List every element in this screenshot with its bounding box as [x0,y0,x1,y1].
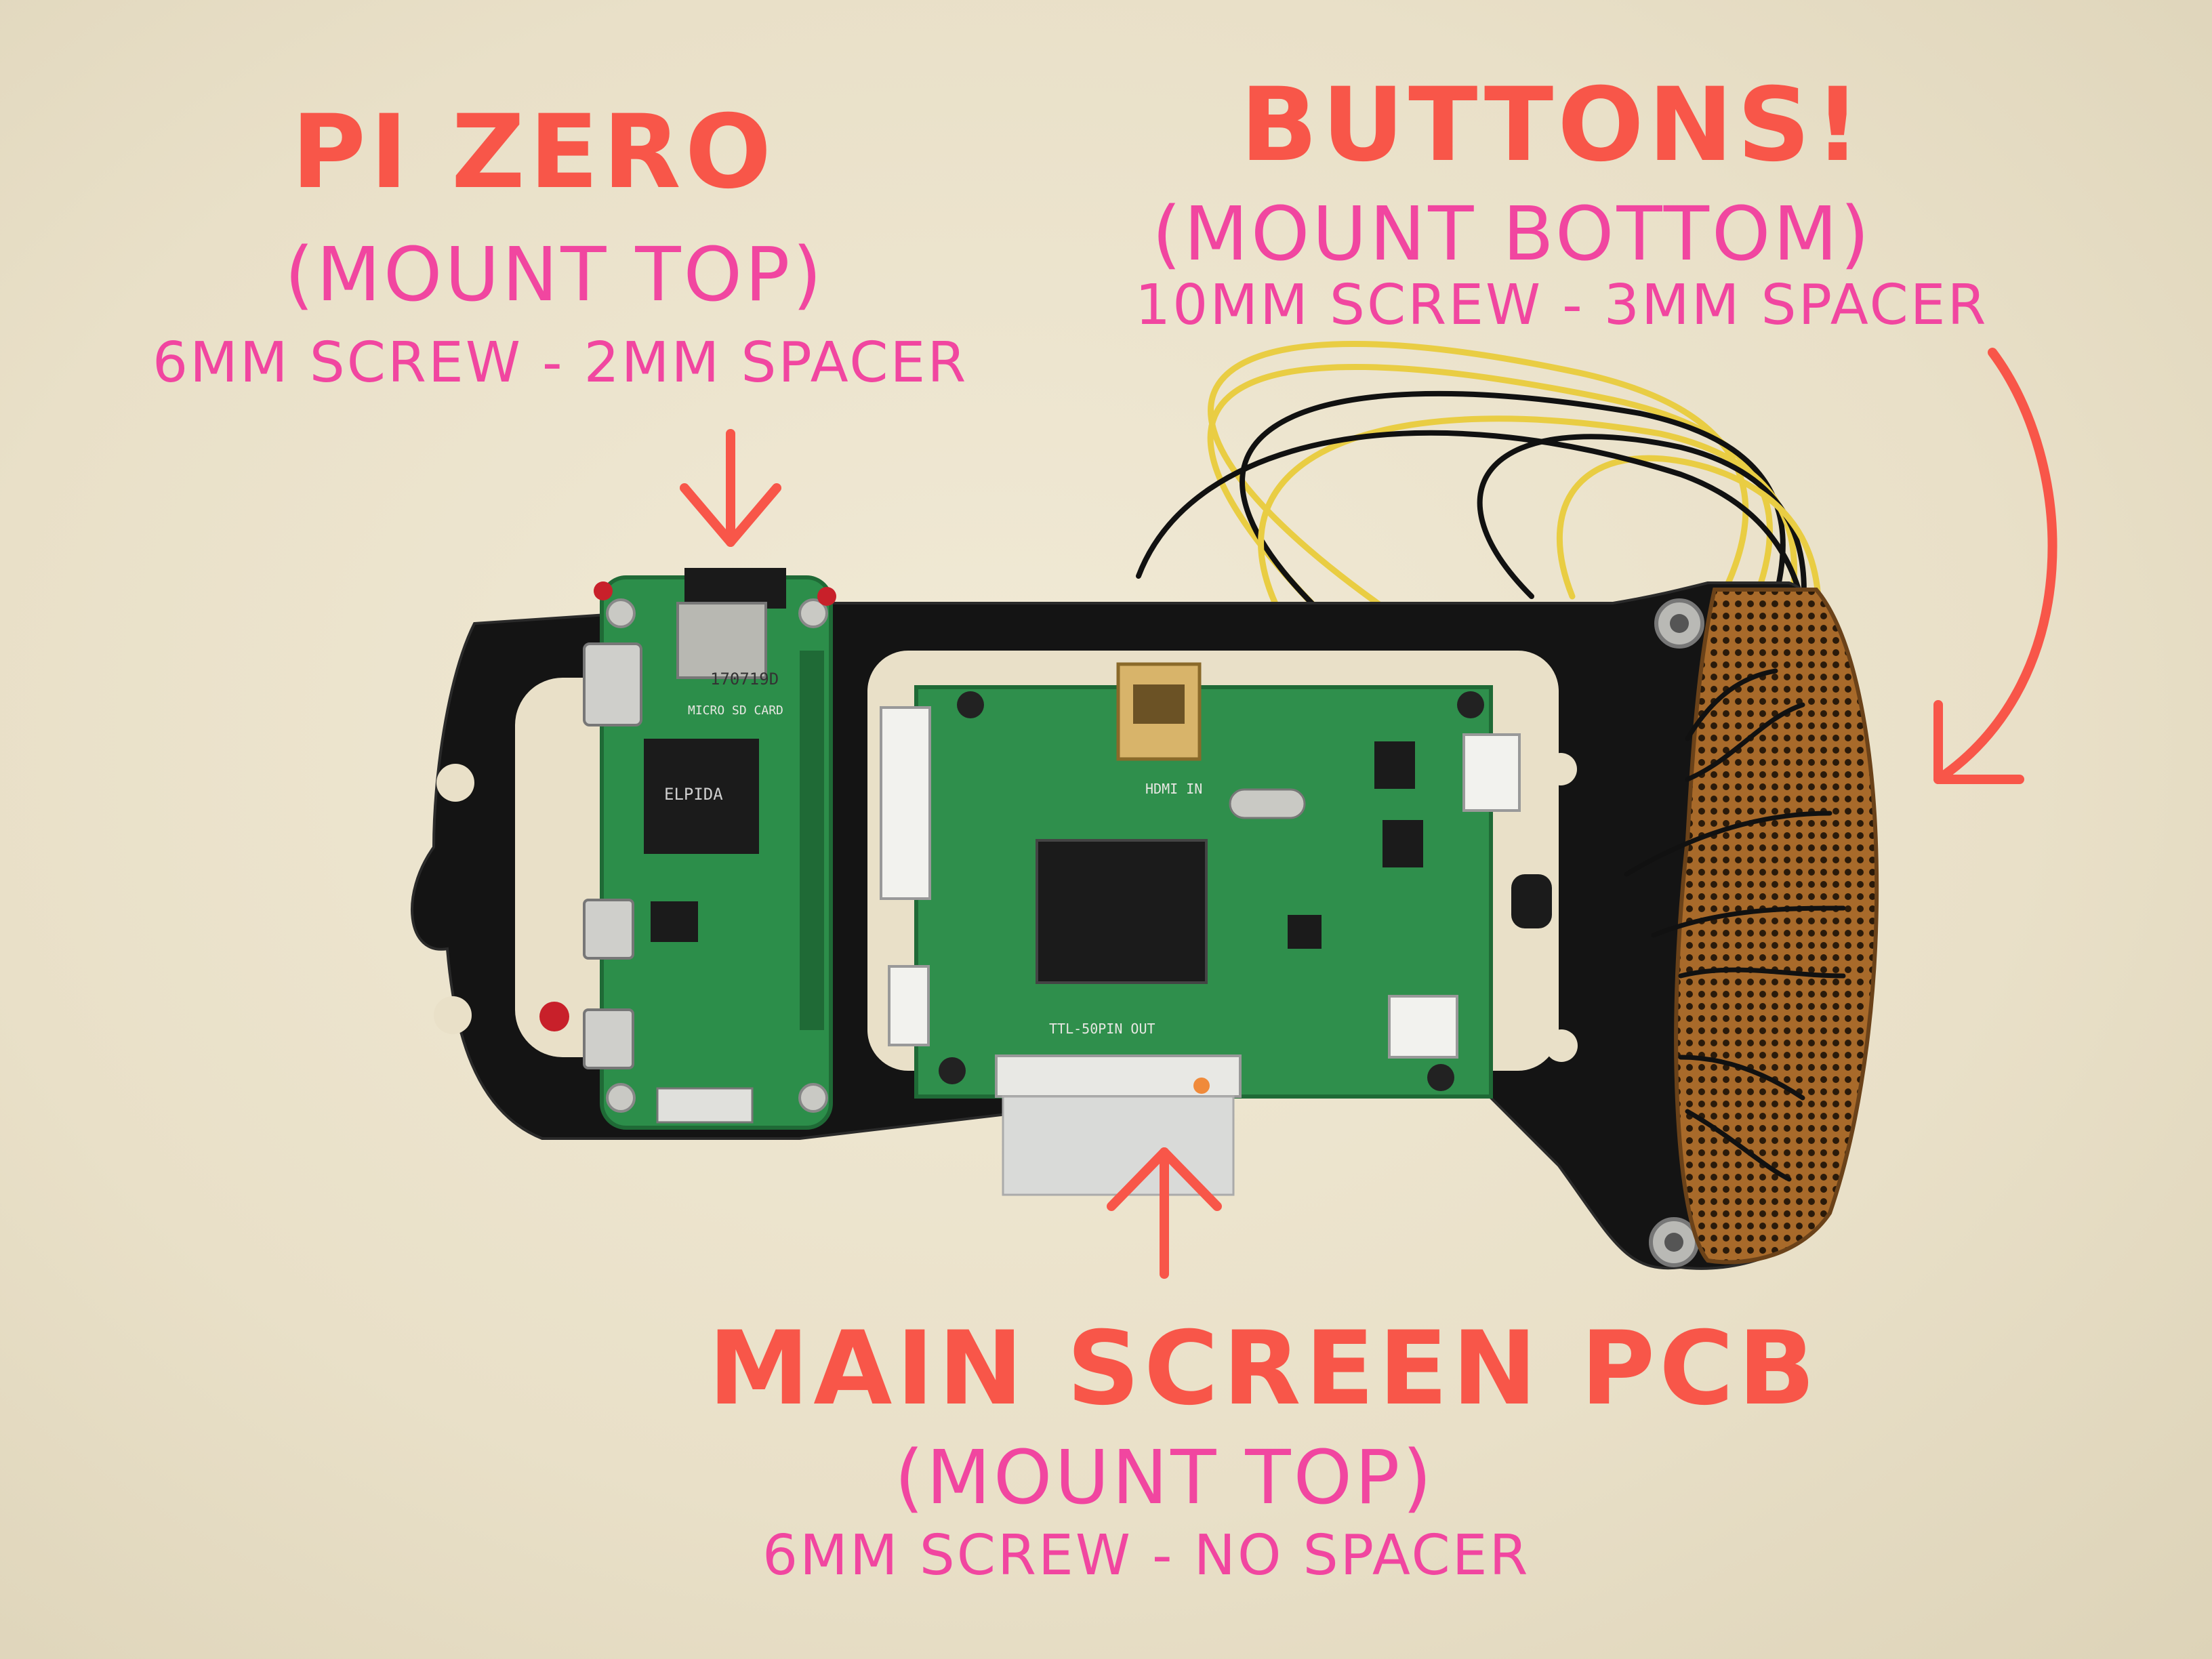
main-screen-pcb [880,662,1552,1196]
pi-sd-marking: MICRO SD CARD [688,703,783,718]
main-screen-spec: 6mm SCREW - NO SPACER [762,1523,1530,1588]
wire-yellow [1207,363,1774,681]
wire-black [1240,390,1786,701]
pi-chip-marking: ELPIDA [664,785,723,804]
pi-zero-spec: 6mm SCREW - 2mm SPACER [152,331,968,395]
buttons-title: BUTTONS! [1240,66,1865,184]
annotation-arrows [680,348,2057,1279]
ttl-marking: TTL-50PIN OUT [1049,1021,1155,1037]
hdmi-marking: HDMI IN [1145,781,1203,797]
pi-zero-mount: (MOUNT TOP) [285,231,825,318]
buttons-mount: (MOUNT BOTTOM) [1152,190,1872,277]
wire-yellow [1208,341,1749,647]
main-screen-title: MAIN SCREEN PCB [708,1310,1820,1428]
arrow-to-pi-zero [680,429,781,547]
arrow-to-main-screen [1107,1147,1222,1279]
pi-sticker-marking: 170719D [710,670,779,689]
pi-zero-title: PI ZERO [291,94,776,211]
button-perfboard [1624,588,1879,1265]
buttons-spec: 10mm SCREW - 3mm SPACER [1135,273,1988,337]
main-screen-mount: (MOUNT TOP) [895,1434,1435,1521]
arrow-to-buttons [1933,348,2057,784]
pi-zero-board [539,568,836,1130]
